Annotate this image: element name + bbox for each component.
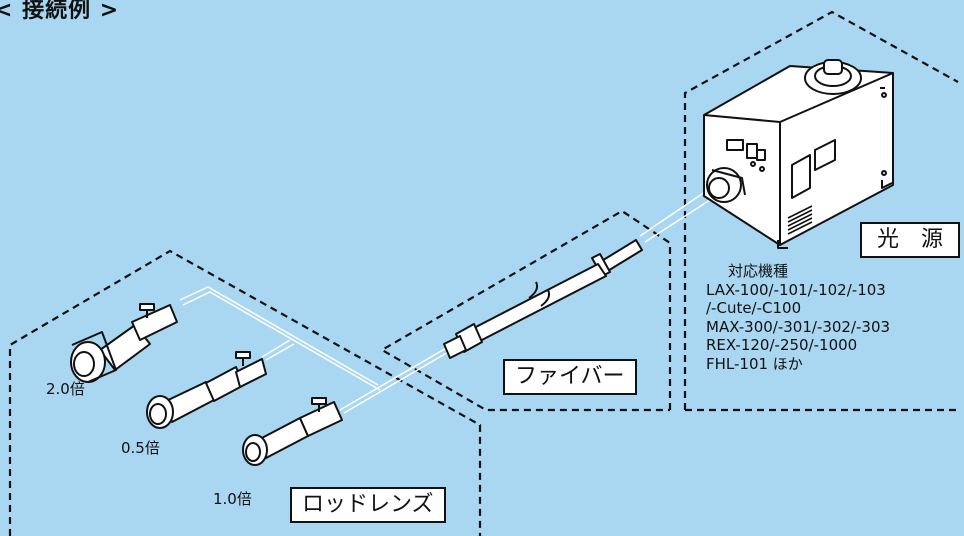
model-line: REX-120/-250/-1000 [706, 336, 858, 354]
fiber-group-outline [379, 209, 672, 412]
light-source-unit [703, 59, 894, 249]
page-title: < 接続例 > [0, 0, 120, 23]
magnification-1x-label: 1.0倍 [213, 490, 252, 508]
rod-lens-group-outline [8, 249, 482, 536]
model-line: FHL-101 ほか [706, 354, 803, 373]
light-source-label: 光 源 [860, 222, 960, 258]
magnification-0.5x-label: 0.5倍 [121, 439, 160, 457]
rod-lens-1x [242, 397, 343, 466]
branch-cable-f [343, 343, 463, 414]
rod-lens-2x [70, 303, 178, 383]
magnification-2x-label: 2.0倍 [46, 380, 85, 398]
branch-cable-c [261, 339, 291, 358]
rod-lens-label: ロッドレンズ [290, 487, 446, 523]
model-line: LAX-100/-101/-102/-103 [706, 280, 886, 299]
compatible-models: 対応機種 LAX-100/-101/-102/-103 /-Cute/-C100… [706, 262, 890, 373]
model-line: MAX-300/-301/-302/-303 [706, 317, 891, 336]
branch-cable-d [265, 343, 295, 361]
fiber-label: ファイバー [503, 359, 637, 395]
fiber-cable-lower [644, 199, 711, 243]
rod-lens-0.5x [146, 351, 267, 429]
branch-cable-a [179, 286, 379, 386]
vent-grille [787, 205, 813, 235]
fiber-cable [443, 239, 643, 359]
models-heading: 対応機種 [728, 262, 789, 280]
branch-cable-e [339, 339, 461, 411]
model-line: /-Cute/-C100 [706, 299, 802, 317]
branch-cable-b [182, 291, 381, 391]
light-source-group-outline [683, 10, 959, 410]
